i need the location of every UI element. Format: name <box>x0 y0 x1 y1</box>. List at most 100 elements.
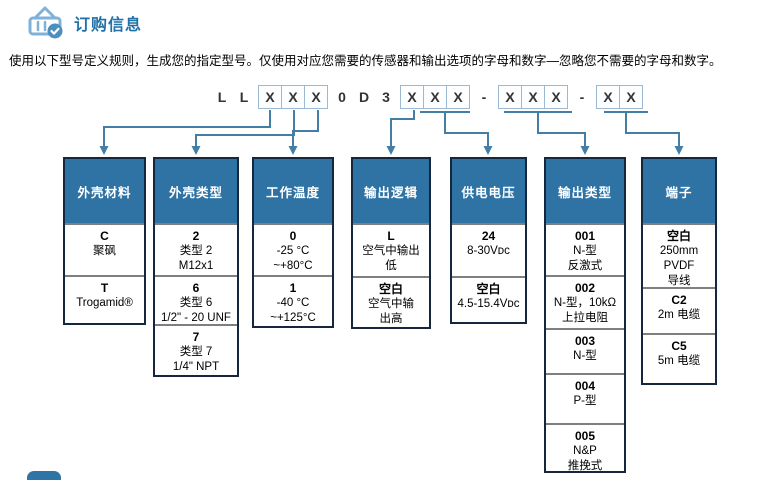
part-number-char: - <box>481 89 487 105</box>
option-description: 上拉电阻 <box>562 312 608 324</box>
option-description: 250mm PVDF <box>659 245 699 272</box>
column-header: 外壳材料 <box>65 159 144 223</box>
option-description: 出高 <box>379 313 403 325</box>
column-header: 输出逻辑 <box>353 159 429 223</box>
part-number-char: 0 <box>338 89 346 105</box>
part-number-box: X <box>423 85 447 109</box>
option-code: 空白 <box>378 282 403 296</box>
option-description: 类型 6 <box>179 297 213 309</box>
section-title: 订购信息 <box>74 17 143 34</box>
option-cell: T Trogamid® <box>65 275 144 323</box>
option-description: N&P <box>573 445 597 457</box>
option-column: 外壳类型 2 类型 2 M12x1 6 类型 6 1/2" - 20 UNF 7 类型 7 1/4… <box>153 157 239 377</box>
option-code: 6 <box>192 281 200 295</box>
option-cell: 7 类型 7 1/4" NPT <box>155 324 237 375</box>
option-description: ~+80°C <box>273 260 313 272</box>
option-description: ~+125°C <box>270 312 316 324</box>
part-number-box: X <box>498 85 522 109</box>
option-cell: 空白 250mm PVDF 导线 <box>643 223 715 287</box>
option-code: C5 <box>671 339 687 353</box>
option-description: P-型 <box>573 395 597 407</box>
option-cell: C5 5m 电缆 <box>643 333 715 383</box>
partial-logo-icon <box>27 471 61 480</box>
option-description: 4.5-15.4Vᴅᴄ <box>457 298 520 310</box>
option-code: 空白 <box>476 282 501 296</box>
option-description: 1/4" NPT <box>172 361 220 373</box>
option-code: 1 <box>289 281 297 295</box>
column-header: 端子 <box>643 159 715 223</box>
part-number-char: 3 <box>382 89 390 105</box>
option-code: 0 <box>289 229 297 243</box>
option-description: 推挽式 <box>567 460 603 471</box>
part-number-char: - <box>579 89 585 105</box>
column-header: 工作温度 <box>254 159 332 223</box>
option-description: 导线 <box>667 275 691 287</box>
option-cell: 2 类型 2 M12x1 <box>155 223 237 275</box>
option-code: T <box>100 281 109 295</box>
option-description: 8-30Vᴅᴄ <box>467 245 510 257</box>
part-number-box: X <box>258 85 282 109</box>
option-description: 1/2" - 20 UNF <box>161 312 231 324</box>
option-cell: 空白空气中输出高 <box>353 276 429 327</box>
option-description: N-型，10kΩ <box>553 297 617 309</box>
option-description: 类型 2 <box>179 245 213 257</box>
option-description: 聚砜 <box>93 245 116 257</box>
part-number-box: X <box>596 85 620 109</box>
option-code: 005 <box>574 429 596 443</box>
option-cell: 空白 4.5-15.4Vᴅᴄ <box>452 276 525 322</box>
option-cell: L 空气中输出低 <box>353 223 429 276</box>
option-code: 24 <box>481 229 496 243</box>
instruction-text: 使用以下型号定义规则，生成您的指定型号。仅使用对应您需要的传感器和输出选项的字母… <box>9 54 722 68</box>
part-number-box: X <box>304 85 328 109</box>
part-number-box: X <box>619 85 643 109</box>
part-number-char: D <box>358 89 370 105</box>
option-description: 空气中输 <box>368 298 414 310</box>
part-number-char: L <box>239 89 249 105</box>
column-header: 外壳类型 <box>155 159 237 223</box>
option-code: 空白 <box>666 229 691 243</box>
option-code: C2 <box>671 293 687 307</box>
part-number-box: X <box>446 85 470 109</box>
option-code: L <box>387 229 395 243</box>
option-cell: 24 8-30Vᴅᴄ <box>452 223 525 276</box>
option-description: Trogamid® <box>76 297 133 309</box>
option-code: 7 <box>192 330 200 344</box>
option-description: N-型 <box>573 245 597 257</box>
option-code: 2 <box>192 229 200 243</box>
option-code: 001 <box>574 229 596 243</box>
option-description: M12x1 <box>178 260 214 272</box>
option-column: 输出逻辑 L 空气中输出低空白空气中输出高 <box>351 157 431 329</box>
column-header: 供电电压 <box>452 159 525 223</box>
option-cell: 0 -25 °C ~+80°C <box>254 223 332 275</box>
option-description: -40 °C <box>276 297 310 309</box>
basket-icon <box>28 6 63 39</box>
option-code: 002 <box>574 281 596 295</box>
option-code: 003 <box>574 334 596 348</box>
option-description: 低 <box>385 260 397 272</box>
option-column: 供电电压 24 8-30Vᴅᴄ 空白 4.5-15.4Vᴅᴄ <box>450 157 527 324</box>
option-cell: 1 -40 °C ~+125°C <box>254 275 332 326</box>
option-description: 5m 电缆 <box>657 355 701 367</box>
section-header: 订购信息 <box>26 5 142 41</box>
option-cell: 6 类型 6 1/2" - 20 UNF <box>155 275 237 324</box>
part-number-box: X <box>281 85 305 109</box>
option-description: 类型 7 <box>179 346 213 358</box>
option-description: -25 °C <box>276 245 310 257</box>
option-description: 空气中输出 <box>362 245 420 257</box>
part-number-char: L <box>217 89 227 105</box>
part-number-box: X <box>521 85 545 109</box>
